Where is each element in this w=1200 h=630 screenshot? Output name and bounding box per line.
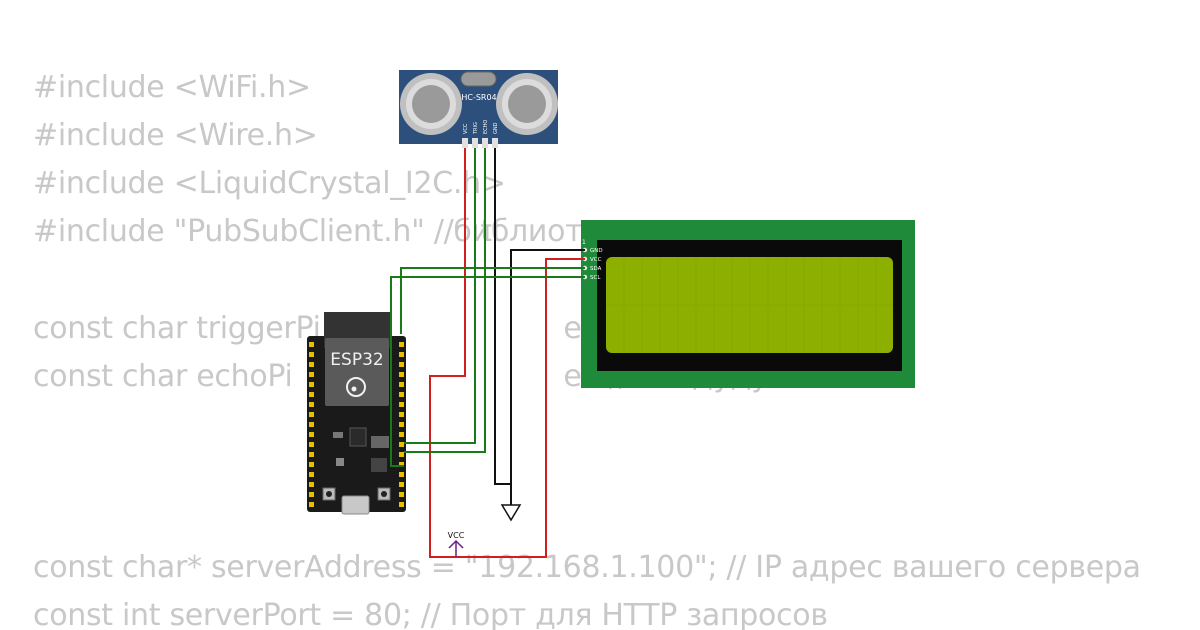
lcd-pin1-marker: 1 bbox=[582, 239, 586, 246]
lcd-display[interactable]: 1 GND VCC SDA SCL bbox=[581, 220, 915, 388]
wire-lcd-gnd bbox=[510, 249, 585, 505]
sensor-pin-echo-label: ECHO bbox=[483, 120, 489, 134]
code-line: #include <Wire.h> bbox=[33, 118, 318, 153]
lcd-pin-scl-label: SCL bbox=[590, 275, 601, 281]
wire-echo bbox=[404, 148, 486, 453]
wire-sda bbox=[400, 267, 585, 334]
ultrasonic-sensor[interactable]: HC-SR04 VCC TRIG ECHO GND bbox=[399, 70, 558, 148]
vcc-symbol-icon: VCC bbox=[448, 531, 465, 557]
wire-sensor-vcc bbox=[429, 148, 466, 558]
sensor-pin-gnd-label: GND bbox=[493, 122, 499, 134]
code-line: #include "PubSubClient.h" //библиот bbox=[33, 214, 583, 249]
lcd-pin-gnd-label: GND bbox=[590, 248, 603, 254]
wire-lcd-vcc bbox=[447, 258, 585, 558]
sensor-pins bbox=[462, 138, 498, 148]
lcd-character-grid bbox=[606, 257, 893, 353]
wires bbox=[390, 148, 585, 558]
ground-symbol-icon bbox=[500, 484, 522, 522]
sensor-transducer-right bbox=[496, 73, 558, 135]
esp32-label: ESP32 bbox=[330, 350, 383, 370]
lcd-pin-vcc-label: VCC bbox=[590, 257, 602, 263]
esp32-module-shield bbox=[325, 338, 389, 406]
wire-trig bbox=[404, 148, 476, 444]
esp32-board[interactable]: ESP32 bbox=[307, 312, 406, 515]
code-line: tt bbox=[0, 214, 504, 249]
esp32-pin-row-right bbox=[399, 342, 404, 507]
sensor-pin-trig-label: TRIG bbox=[473, 122, 479, 135]
sensor-crystal bbox=[460, 71, 497, 87]
esp32-pin-row-left bbox=[309, 342, 314, 507]
sensor-transducer-left bbox=[400, 73, 462, 135]
sensor-label: HC-SR04 bbox=[461, 93, 496, 102]
code-line: const char* serverAddress = "192.168.1.1… bbox=[33, 550, 1141, 585]
code-line: #include <WiFi.h> bbox=[33, 70, 311, 105]
sensor-pin-vcc-label: VCC bbox=[463, 123, 469, 134]
code-line: #include <LiquidCrystal_I2C.h> bbox=[33, 166, 506, 201]
code-line: const char triggerPi bbox=[33, 311, 321, 346]
usb-port-icon bbox=[341, 495, 370, 515]
code-line: const int serverPort = 80; // Порт для H… bbox=[33, 598, 828, 630]
code-line: const char echoPi bbox=[33, 359, 293, 394]
lcd-pin-sda-label: SDA bbox=[590, 266, 602, 272]
esp32-components bbox=[322, 427, 391, 501]
espressif-logo-icon bbox=[346, 377, 366, 397]
wire-scl bbox=[390, 276, 585, 467]
vcc-label: VCC bbox=[448, 531, 465, 540]
wire-sensor-gnd bbox=[494, 148, 511, 485]
